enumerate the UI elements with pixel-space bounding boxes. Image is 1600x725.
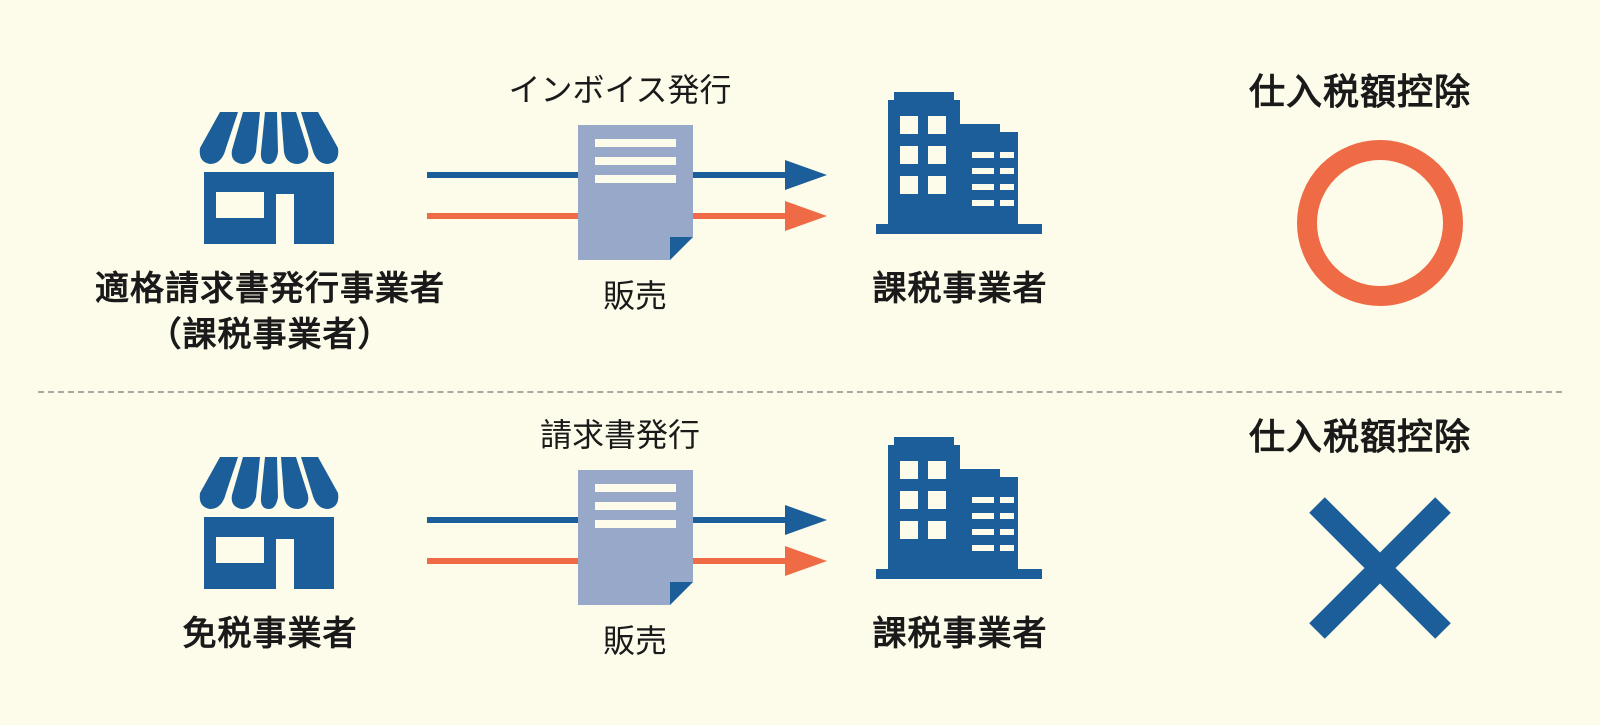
invoice-issuer-row: 適格請求書発行事業者 （課税事業者） インボイス発行 販売 bbox=[0, 0, 1600, 360]
document-icon bbox=[578, 125, 693, 260]
buyer-label: 課税事業者 bbox=[872, 614, 1048, 654]
seller-label-line1: 適格請求書発行事業者 bbox=[95, 269, 445, 309]
store-icon bbox=[199, 457, 339, 589]
building-icon bbox=[876, 92, 1042, 234]
sale-label: 販売 bbox=[602, 622, 667, 660]
seller-label-line2: （課税事業者） bbox=[147, 315, 393, 355]
divider bbox=[38, 391, 1562, 393]
seller-label: 適格請求書発行事業者 （課税事業者） bbox=[60, 266, 480, 358]
sale-label: 販売 bbox=[602, 277, 667, 315]
deduction-label: 仕入税額控除 bbox=[1248, 72, 1471, 113]
document-label: 請求書発行 bbox=[539, 416, 700, 454]
document-label: インボイス発行 bbox=[508, 71, 732, 109]
seller-label-line1: 免税事業者 bbox=[182, 614, 358, 654]
seller-label: 免税事業者 bbox=[60, 611, 480, 657]
store-icon bbox=[199, 112, 339, 244]
exempt-business-row: 免税事業者 請求書発行 販売 bbox=[0, 345, 1600, 705]
circle-icon bbox=[1297, 140, 1463, 306]
cross-icon bbox=[1309, 497, 1451, 639]
buyer-label: 課税事業者 bbox=[872, 269, 1048, 309]
building-icon bbox=[876, 437, 1042, 579]
document-icon bbox=[578, 470, 693, 605]
deduction-label: 仕入税額控除 bbox=[1248, 417, 1471, 458]
